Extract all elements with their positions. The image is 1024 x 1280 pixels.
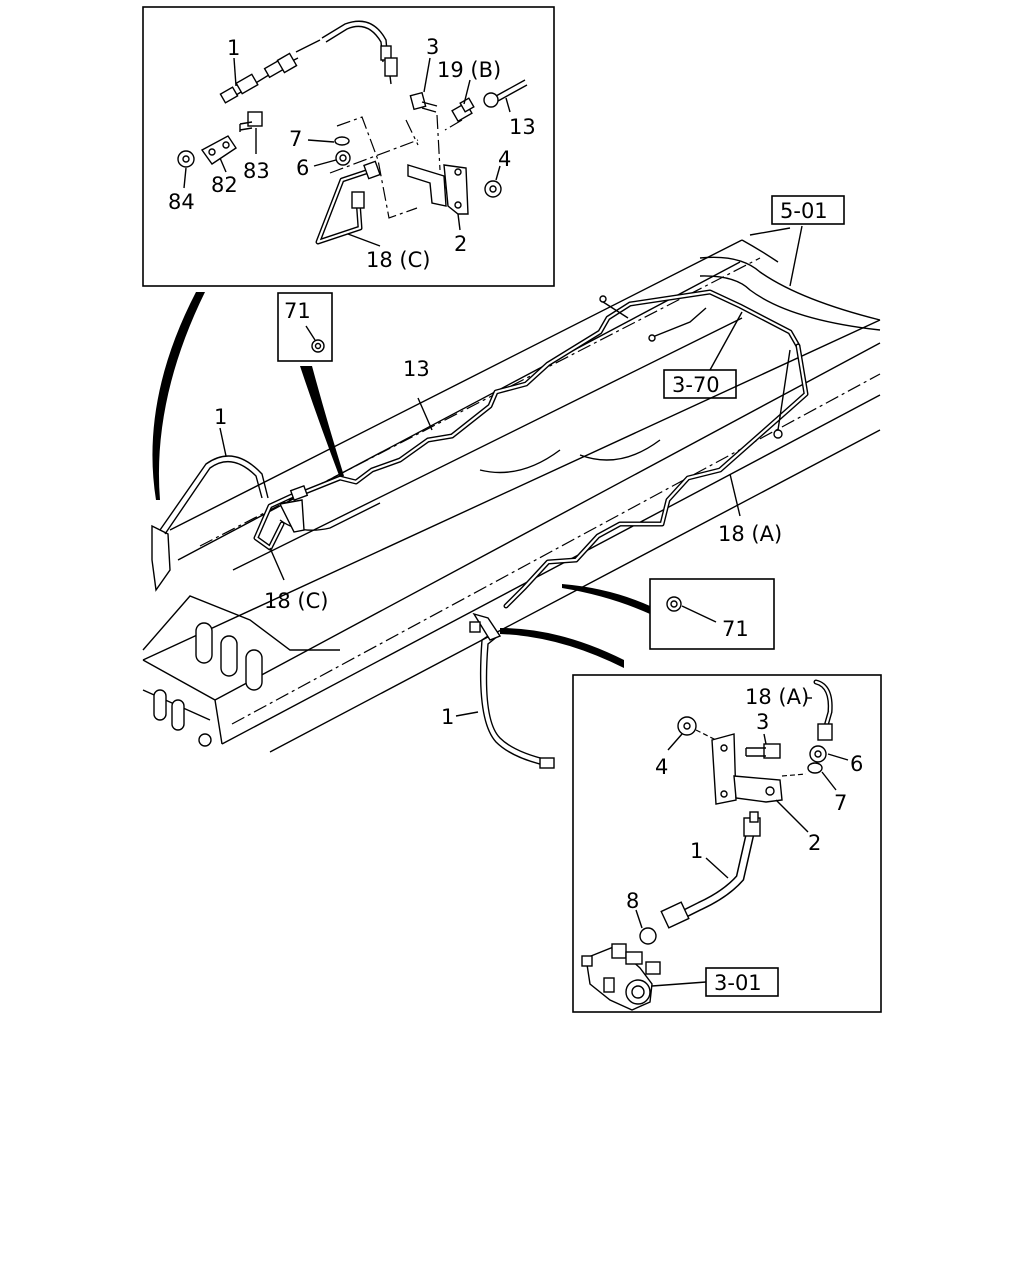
nut-part-6-lower: [809, 745, 827, 763]
bracket-part-82: [200, 135, 237, 165]
hose-part-1-lower: [660, 811, 761, 929]
pipe-end-part-13: [483, 79, 528, 108]
callout-4: 4: [498, 147, 511, 171]
callout-19b: 19 (B): [437, 58, 501, 82]
main-callout-18c: 18 (C): [264, 589, 328, 613]
pointer-swoosh-top-inset: [152, 292, 205, 500]
hose-part-1: [219, 20, 398, 104]
callout-84: 84: [168, 190, 195, 214]
callout-box-71-lower: 71: [649, 578, 775, 650]
pipe-part-18c: [315, 160, 381, 245]
bottom-callout-2: 2: [808, 831, 821, 855]
bottom-inset-border: [572, 674, 882, 1013]
bottom-callout-4: 4: [655, 755, 668, 779]
bottom-callout-8: 8: [626, 889, 639, 913]
ref-box-3-70: 3-70: [663, 311, 743, 399]
svg-text:71: 71: [284, 299, 311, 323]
assembly-line-e: [444, 119, 463, 131]
pointer-swoosh-bottom-inset: [500, 628, 624, 668]
bottom-callout-18a: 18 (A): [745, 685, 809, 709]
assembly-line-b: [329, 139, 419, 174]
ref-box-5-01: 5-01: [771, 195, 845, 287]
callout-82: 82: [211, 173, 238, 197]
bolt-part-83: [239, 111, 263, 132]
pointer-swoosh-71: [300, 366, 344, 478]
ref-box-3-01: 3-01: [651, 967, 779, 997]
callout-2: 2: [454, 232, 467, 256]
main-hose-left-1: [151, 455, 269, 592]
main-pipe-13: [287, 289, 801, 501]
top-inset-border: [142, 6, 555, 287]
bottom-callout-6: 6: [850, 752, 863, 776]
pipe-end-part-18a: [813, 679, 833, 741]
washer-part-7-lower: [807, 762, 823, 774]
callout-1: 1: [227, 36, 240, 60]
svg-text:3-01: 3-01: [714, 971, 762, 995]
svg-text:5-01: 5-01: [780, 199, 828, 223]
callout-box-71-upper: 71: [277, 292, 333, 362]
chassis-frame: [142, 227, 881, 753]
svg-text:3-70: 3-70: [672, 373, 720, 397]
bottom-callout-7: 7: [834, 791, 847, 815]
bracket-part-2: [407, 164, 469, 215]
pointer-swoosh-lower-71: [562, 584, 650, 614]
svg-text:71: 71: [722, 617, 749, 641]
nut-part-4-lower: [677, 716, 697, 736]
oring-part-8: [639, 927, 657, 945]
callout-3: 3: [426, 35, 439, 59]
nut-part-4: [484, 180, 502, 198]
washer-part-7: [334, 136, 350, 146]
main-callout-18a: 18 (A): [718, 522, 782, 546]
assembly-line-d: [436, 114, 441, 171]
bottom-inset-panel: 3-01 18 (A) 3 4 6 7 2 1 8: [572, 674, 882, 1013]
callout-83: 83: [243, 159, 270, 183]
main-callout-1-lower: 1: [441, 705, 454, 729]
bracket-part-2-lower: [711, 733, 783, 805]
main-callout-13: 13: [403, 357, 430, 381]
fitting-part-19b: [451, 97, 475, 123]
main-pipe-18c: [253, 485, 309, 551]
nut-part-84: [177, 150, 195, 168]
bottom-callout-1: 1: [690, 839, 703, 863]
callout-13: 13: [509, 115, 536, 139]
bolt-part-3: [409, 91, 438, 113]
main-callout-1-left: 1: [214, 405, 227, 429]
assembly-line-c: [405, 119, 419, 146]
nut-part-6: [335, 150, 351, 166]
top-inset-panel: 1 3 19 (B) 13 7 6 4 84 82 83 18 (C) 2: [142, 6, 555, 287]
main-hose-lower-1: [469, 612, 555, 769]
callout-6: 6: [296, 156, 309, 180]
bolt-part-3-lower: [745, 743, 781, 759]
callout-7: 7: [289, 127, 302, 151]
callout-18c: 18 (C): [366, 248, 430, 272]
valve-assembly: [581, 943, 661, 1011]
bottom-callout-3: 3: [756, 710, 769, 734]
main-pipe-18a: [503, 343, 809, 609]
